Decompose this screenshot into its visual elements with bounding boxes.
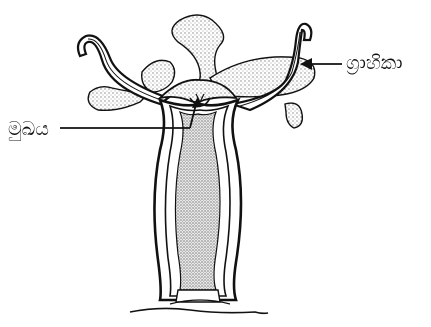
tentacle-label: ග්‍රාහිකා bbox=[346, 54, 402, 73]
tentacle-back-left bbox=[142, 60, 175, 92]
ground-line bbox=[130, 308, 268, 313]
gastric-cavity bbox=[175, 112, 220, 290]
tentacle-right-lower bbox=[285, 103, 302, 128]
mouth-label: මුඛය bbox=[8, 120, 49, 139]
